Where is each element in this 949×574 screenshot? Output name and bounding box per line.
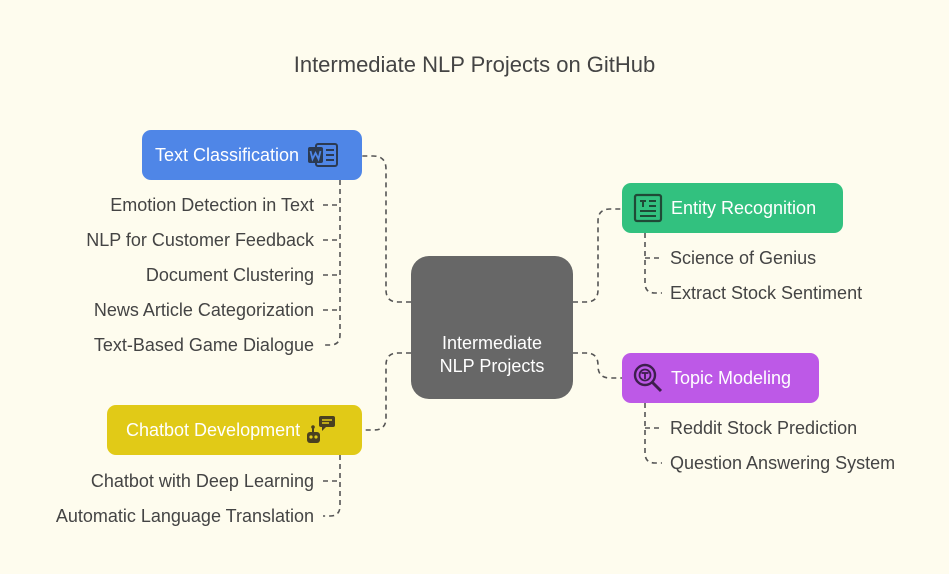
leaf-emotion-detection: Emotion Detection in Text (110, 195, 314, 215)
branch-chatbot-development[interactable]: Chatbot Development (107, 405, 362, 455)
leaf-reddit-stock-prediction: Reddit Stock Prediction (670, 418, 858, 438)
leaf-question-answering-system: Question Answering System (670, 453, 896, 473)
connector-entity-children (644, 233, 662, 294)
text-box-icon (631, 191, 665, 225)
branch-label: Entity Recognition (671, 197, 817, 218)
leaf-extract-stock-sentiment: Extract Stock Sentiment (670, 283, 863, 303)
word-document-icon (306, 138, 340, 172)
branch-label: Topic Modeling (671, 367, 792, 388)
connector-center-chatbot (362, 352, 411, 431)
leaf-news-article-categorization: News Article Categorization (93, 300, 314, 320)
connector-text-classification-children (323, 180, 341, 346)
connector-topic-children (644, 403, 662, 464)
connector-center-entity (573, 208, 622, 303)
leaf-text-based-game-dialogue: Text-Based Game Dialogue (93, 335, 314, 355)
leaf-document-clustering: Document Clustering (145, 265, 314, 285)
leaf-automatic-language-translation: Automatic Language Translation (55, 506, 314, 526)
branch-topic-modeling[interactable]: Topic Modeling (622, 353, 819, 403)
branch-entity-recognition[interactable]: Entity Recognition (622, 183, 843, 233)
central-topic-node[interactable]: Intermediate NLP Projects (411, 256, 573, 399)
leaf-science-of-genius: Science of Genius (670, 248, 817, 268)
branch-label: Text Classification (155, 144, 300, 165)
central-topic-line1: Intermediate (441, 332, 543, 353)
connector-center-topic (573, 352, 622, 379)
central-topic-line2: NLP Projects (439, 355, 545, 376)
branch-label: Chatbot Development (126, 419, 301, 440)
leaf-nlp-customer-feedback: NLP for Customer Feedback (86, 230, 314, 250)
branch-text-classification[interactable]: Text Classification (142, 130, 362, 180)
leaf-chatbot-deep-learning: Chatbot with Deep Learning (90, 471, 314, 491)
robot-chat-icon (304, 413, 338, 447)
connector-chatbot-children (323, 455, 341, 517)
magnifier-topic-icon (631, 361, 665, 395)
connector-center-text-classification (362, 155, 411, 303)
diagram-title: Intermediate NLP Projects on GitHub (293, 52, 656, 77)
